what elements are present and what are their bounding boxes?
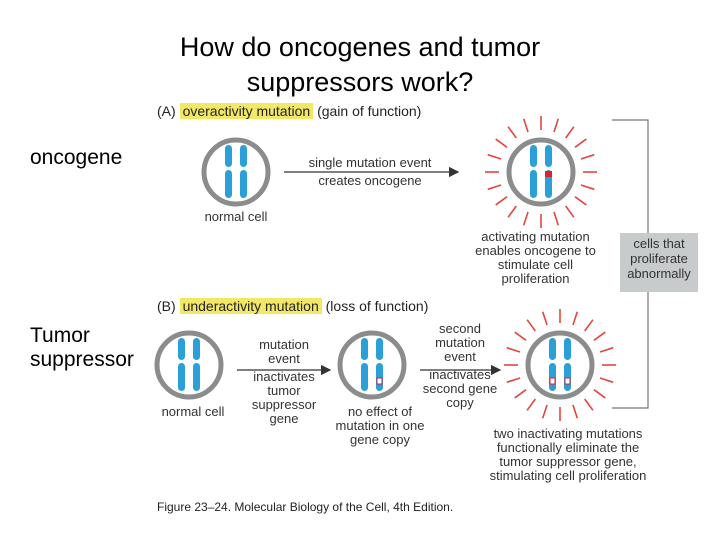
ray-line	[507, 205, 517, 218]
figure-caption: Figure 23–24. Molecular Biology of the C…	[157, 500, 454, 514]
ray-line	[553, 211, 560, 226]
radiating-lines-icon	[485, 116, 597, 228]
panel-b-header: (B) underactivity mutation (loss of func…	[157, 298, 428, 314]
ray-line	[572, 404, 579, 419]
radiating-lines-icon	[504, 309, 616, 421]
ray-line	[572, 311, 579, 326]
panel-b-highlight: underactivity mutation	[179, 298, 322, 314]
panel-b-one-copy-mutated-cell	[337, 330, 407, 400]
panel-b-result-line-4: stimulating cell proliferation	[489, 468, 647, 483]
panel-a-result-line-3: stimulate cell	[497, 257, 574, 272]
panel-b-arrow-2-line-5: second gene	[422, 381, 498, 396]
tumor-label-line-1: Tumor	[30, 324, 90, 347]
ray-line	[487, 153, 502, 160]
panel-b-arrow-1-line-4: tumor	[267, 383, 301, 398]
ray-line	[599, 346, 614, 353]
panel-b-proliferating-cell	[504, 309, 616, 421]
ray-line	[574, 138, 587, 148]
ray-line	[495, 196, 508, 206]
activating-mutation-mark	[545, 171, 552, 177]
ray-line	[553, 118, 560, 133]
panel-b-arrow-1-line-5: suppressor	[251, 397, 317, 412]
panel-a-cell-label: normal cell	[204, 209, 268, 224]
ray-line	[506, 377, 521, 384]
panel-b-arrow-1-line-3: inactivates	[253, 369, 315, 384]
panel-b-letter: (B)	[157, 298, 176, 314]
panel-a-proliferating-cell	[485, 116, 597, 228]
ray-line	[565, 126, 575, 139]
inactivated-copy-mark	[376, 377, 383, 385]
outcome-line-3: abnormally	[627, 266, 691, 281]
panel-a-suffix: (gain of function)	[317, 103, 422, 119]
panel-b-mid-line-2: mutation in one	[335, 418, 425, 433]
panel-b-arrow-2-line-6: copy	[446, 395, 474, 410]
panel-b-mid-text: no effect of mutation in one gene copy	[328, 405, 432, 447]
panel-a-header: (A) overactivity mutation (gain of funct…	[157, 103, 421, 119]
ray-line	[593, 331, 606, 341]
panel-b-normal-cell	[154, 330, 224, 400]
panel-b-arrow-2-label: second mutation event inactivates second…	[416, 322, 504, 410]
ray-line	[522, 211, 529, 226]
panel-b-arrow-2-line-4: inactivates	[429, 367, 491, 382]
panel-b-mid-line-1: no effect of	[347, 404, 413, 419]
panel-b-result-text: two inactivating mutations functionally …	[462, 427, 674, 483]
panel-a-result-line-2: enables oncogene to	[475, 243, 596, 258]
ray-line	[580, 184, 595, 191]
ray-line	[514, 389, 527, 399]
ray-line	[506, 346, 521, 353]
panel-a-result-line-4: proliferation	[501, 271, 570, 286]
ray-line	[507, 126, 517, 139]
panel-b-result-line-1: two inactivating mutations	[493, 426, 643, 441]
panel-a-result-line-1: activating mutation	[481, 229, 590, 244]
inactivated-copy-mark	[564, 377, 571, 385]
oncogene-label: oncogene	[30, 146, 123, 169]
ray-line	[541, 404, 548, 419]
panel-b-arrow-1-label: mutation event inactivates tumor suppres…	[240, 338, 328, 426]
panel-b-result-line-3: tumor suppressor gene,	[499, 454, 637, 469]
panel-a-arrow-label: single mutation event creates oncogene	[282, 156, 458, 188]
panel-b-arrow-1-line-2: event	[268, 351, 300, 366]
ray-line	[522, 118, 529, 133]
tumor-suppressor-label: Tumor suppressor	[30, 324, 134, 372]
panel-a-highlight: overactivity mutation	[179, 103, 314, 119]
panel-a-result-text: activating mutation enables oncogene to …	[458, 230, 613, 286]
outcome-box: cells that proliferate abnormally	[620, 233, 698, 292]
panel-a-normal-cell	[201, 137, 271, 207]
ray-line	[593, 389, 606, 399]
panel-b-arrow-2-line-3: event	[444, 349, 476, 364]
outcome-line-1: cells that	[633, 236, 685, 251]
panel-b-suffix: (loss of function)	[325, 298, 429, 314]
slide-title: How do oncogenes and tumor suppressors w…	[0, 30, 720, 100]
ray-line	[580, 153, 595, 160]
inactivated-copy-mark	[549, 377, 556, 385]
panel-b-cell-label: normal cell	[161, 404, 225, 419]
panel-a-arrow-line-2: creates oncogene	[318, 173, 422, 188]
panel-b-mid-line-3: gene copy	[350, 432, 410, 447]
panel-b-arrow-1-line-6: gene	[269, 411, 299, 426]
panel-b-arrow-2-line-1: second	[439, 321, 481, 336]
ray-line	[584, 398, 594, 411]
panel-a-arrow-line-1: single mutation event	[308, 155, 432, 170]
ray-line	[584, 319, 594, 332]
panel-b-arrow-2-line-2: mutation	[435, 335, 485, 350]
ray-line	[495, 138, 508, 148]
ray-line	[541, 311, 548, 326]
panel-b-result-line-2: functionally eliminate the	[496, 440, 640, 455]
ray-line	[514, 331, 527, 341]
title-line-2: suppressors work?	[246, 67, 474, 97]
ray-line	[574, 196, 587, 206]
panel-a-letter: (A)	[157, 103, 176, 119]
ray-line	[599, 377, 614, 384]
ray-line	[565, 205, 575, 218]
tumor-label-line-2: suppressor	[30, 348, 134, 371]
outcome-line-2: proliferate	[630, 251, 688, 266]
ray-line	[526, 319, 536, 332]
ray-line	[487, 184, 502, 191]
chromosome-icon	[225, 145, 247, 198]
ray-line	[526, 398, 536, 411]
title-line-1: How do oncogenes and tumor	[179, 32, 541, 62]
panel-b-arrow-1-line-1: mutation	[259, 337, 309, 352]
